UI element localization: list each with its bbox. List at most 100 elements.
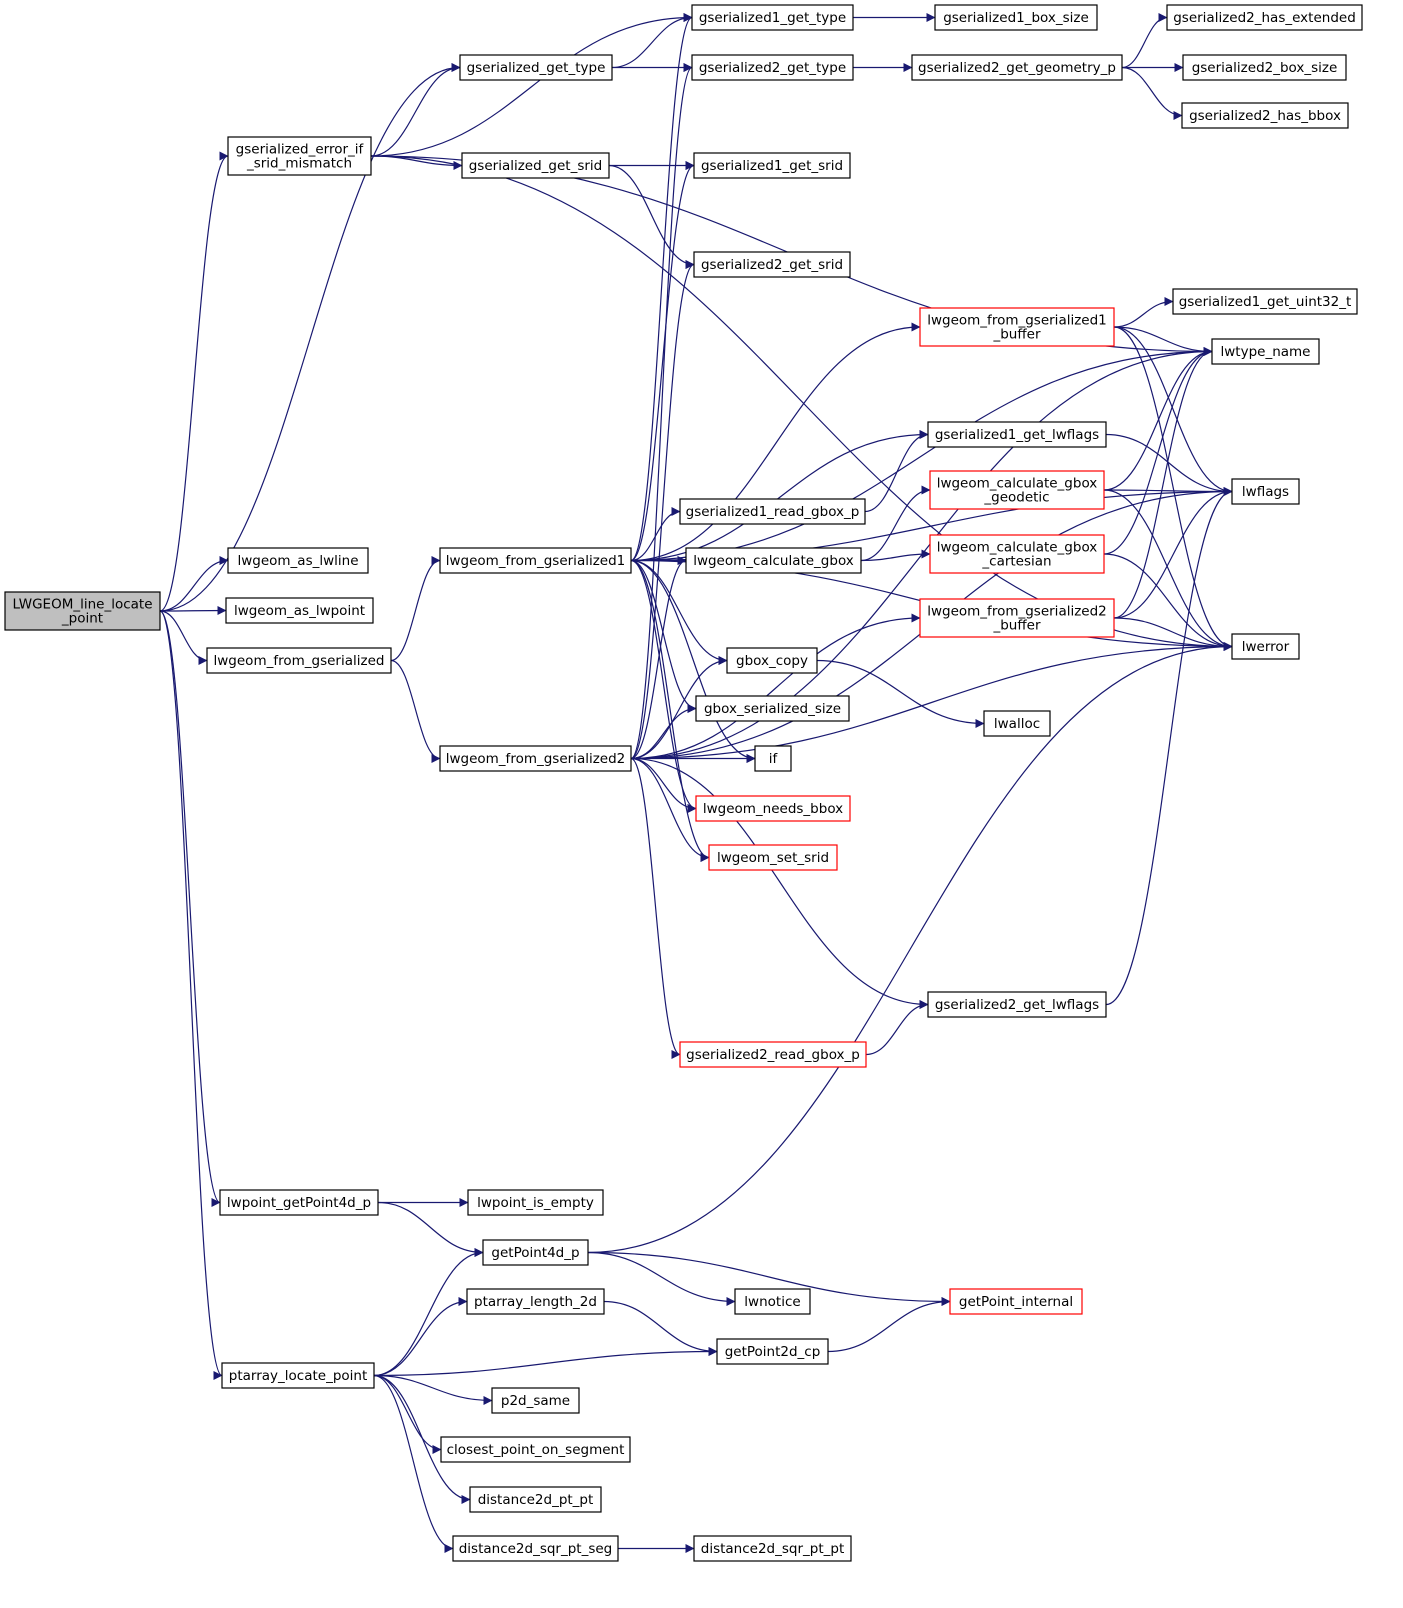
node-gs1-box-size[interactable]: gserialized1_box_size (934, 4, 1098, 31)
node-box[interactable] (439, 745, 632, 772)
node-box[interactable] (726, 647, 818, 674)
node-gs2-read-gbox[interactable]: gserialized2_read_gbox_p (679, 1041, 867, 1068)
node-box[interactable] (459, 54, 613, 81)
node-from-gs2[interactable]: lwgeom_from_gserialized2 (439, 745, 632, 772)
node-as-lwpoint[interactable]: lwgeom_as_lwpoint (225, 597, 374, 624)
node-box[interactable] (679, 498, 866, 525)
node-box[interactable] (491, 1387, 580, 1414)
node-gs1-lwflags[interactable]: gserialized1_get_lwflags (927, 421, 1107, 448)
node-pt-get4d[interactable]: lwpoint_getPoint4d_p (219, 1189, 379, 1216)
node-set-srid[interactable]: lwgeom_set_srid (708, 844, 838, 871)
node-p2d-same[interactable]: p2d_same (491, 1387, 580, 1414)
node-gs2-has-bbox[interactable]: gserialized2_has_bbox (1181, 102, 1349, 129)
node-box[interactable] (206, 647, 392, 674)
node-box[interactable] (919, 307, 1115, 347)
node-box[interactable] (754, 745, 792, 772)
node-gs-get-srid[interactable]: gserialized_get_srid (461, 152, 610, 179)
node-box[interactable] (716, 1338, 829, 1365)
node-from-gs2-buf[interactable]: lwgeom_from_gserialized2_buffer (919, 598, 1115, 638)
node-box[interactable] (452, 1535, 619, 1562)
node-box[interactable] (1172, 288, 1358, 315)
node-gs2-has-ext[interactable]: gserialized2_has_extended (1166, 4, 1363, 31)
node-box[interactable] (227, 136, 372, 176)
node-gs2-box-size[interactable]: gserialized2_box_size (1182, 54, 1347, 81)
node-box[interactable] (225, 597, 374, 624)
node-box[interactable] (708, 844, 838, 871)
node-box[interactable] (695, 695, 850, 722)
node-needs-bbox[interactable]: lwgeom_needs_bbox (695, 795, 851, 822)
node-gs1-uint32[interactable]: gserialized1_get_uint32_t (1172, 288, 1358, 315)
node-box[interactable] (679, 1041, 867, 1068)
node-box[interactable] (693, 251, 851, 278)
node-gs2-lwflags[interactable]: gserialized2_get_lwflags (927, 991, 1107, 1018)
node-root[interactable]: LWGEOM_line_locate_point (4, 591, 161, 631)
node-box[interactable] (927, 421, 1107, 448)
node-get2d-cp[interactable]: getPoint2d_cp (716, 1338, 829, 1365)
node-gs1-type[interactable]: gserialized1_get_type (691, 4, 854, 31)
node-closest[interactable]: closest_point_on_segment (440, 1436, 631, 1463)
node-from-gs1[interactable]: lwgeom_from_gserialized1 (439, 547, 632, 574)
node-gs-err[interactable]: gserialized_error_if_srid_mismatch (227, 136, 372, 176)
node-lwtype-name[interactable]: lwtype_name (1211, 338, 1320, 365)
node-box[interactable] (482, 1239, 589, 1266)
node-box[interactable] (467, 1189, 604, 1216)
node-box[interactable] (1182, 54, 1347, 81)
node-box[interactable] (1231, 478, 1300, 505)
node-box[interactable] (695, 795, 851, 822)
node-box[interactable] (1231, 633, 1300, 660)
node-lwnotice[interactable]: lwnotice (734, 1288, 811, 1315)
node-box[interactable] (734, 1288, 811, 1315)
node-box[interactable] (983, 710, 1051, 737)
node-box[interactable] (440, 1436, 631, 1463)
node-if[interactable]: if (754, 745, 792, 772)
node-box[interactable] (461, 152, 610, 179)
node-lwerror[interactable]: lwerror (1231, 633, 1300, 660)
node-as-lwline[interactable]: lwgeom_as_lwline (227, 547, 369, 574)
node-box[interactable] (927, 991, 1107, 1018)
node-pt-is-empty[interactable]: lwpoint_is_empty (467, 1189, 604, 1216)
node-box[interactable] (949, 1288, 1083, 1315)
node-box[interactable] (693, 152, 851, 179)
node-box[interactable] (911, 54, 1123, 81)
node-box[interactable] (1181, 102, 1349, 129)
node-get-internal[interactable]: getPoint_internal (949, 1288, 1083, 1315)
node-from-gs[interactable]: lwgeom_from_gserialized (206, 647, 392, 674)
node-get4d[interactable]: getPoint4d_p (482, 1239, 589, 1266)
node-box[interactable] (221, 1362, 375, 1389)
node-gs1-read-gbox[interactable]: gserialized1_read_gbox_p (679, 498, 866, 525)
node-box[interactable] (1166, 4, 1363, 31)
node-pta-len2d[interactable]: ptarray_length_2d (466, 1288, 605, 1315)
node-lwalloc[interactable]: lwalloc (983, 710, 1051, 737)
node-gbox-ser-size[interactable]: gbox_serialized_size (695, 695, 850, 722)
node-calc-gbox[interactable]: lwgeom_calculate_gbox (685, 547, 862, 574)
node-gbox-cartesian[interactable]: lwgeom_calculate_gbox_cartesian (929, 534, 1105, 574)
node-dist-pt-pt[interactable]: distance2d_pt_pt (469, 1486, 602, 1513)
node-box[interactable] (929, 470, 1105, 510)
node-box[interactable] (466, 1288, 605, 1315)
node-gs2-geom-p[interactable]: gserialized2_get_geometry_p (911, 54, 1123, 81)
node-box[interactable] (929, 534, 1105, 574)
node-box[interactable] (685, 547, 862, 574)
node-pta-locate[interactable]: ptarray_locate_point (221, 1362, 375, 1389)
node-dist-sqr-pt-pt[interactable]: distance2d_sqr_pt_pt (693, 1535, 852, 1562)
node-box[interactable] (693, 1535, 852, 1562)
node-gbox-geodetic[interactable]: lwgeom_calculate_gbox_geodetic (929, 470, 1105, 510)
node-box[interactable] (1211, 338, 1320, 365)
node-lwflags[interactable]: lwflags (1231, 478, 1300, 505)
node-box[interactable] (919, 598, 1115, 638)
node-gs2-srid[interactable]: gserialized2_get_srid (693, 251, 851, 278)
node-gs2-type[interactable]: gserialized2_get_type (691, 54, 854, 81)
node-gs-get-type[interactable]: gserialized_get_type (459, 54, 613, 81)
node-box[interactable] (469, 1486, 602, 1513)
node-box[interactable] (219, 1189, 379, 1216)
node-gbox-copy[interactable]: gbox_copy (726, 647, 818, 674)
node-box[interactable] (4, 591, 161, 631)
node-box[interactable] (934, 4, 1098, 31)
node-box[interactable] (691, 54, 854, 81)
node-box[interactable] (691, 4, 854, 31)
node-box[interactable] (227, 547, 369, 574)
node-gs1-srid[interactable]: gserialized1_get_srid (693, 152, 851, 179)
node-dist-sqr-seg[interactable]: distance2d_sqr_pt_seg (452, 1535, 619, 1562)
node-box[interactable] (439, 547, 632, 574)
node-from-gs1-buf[interactable]: lwgeom_from_gserialized1_buffer (919, 307, 1115, 347)
